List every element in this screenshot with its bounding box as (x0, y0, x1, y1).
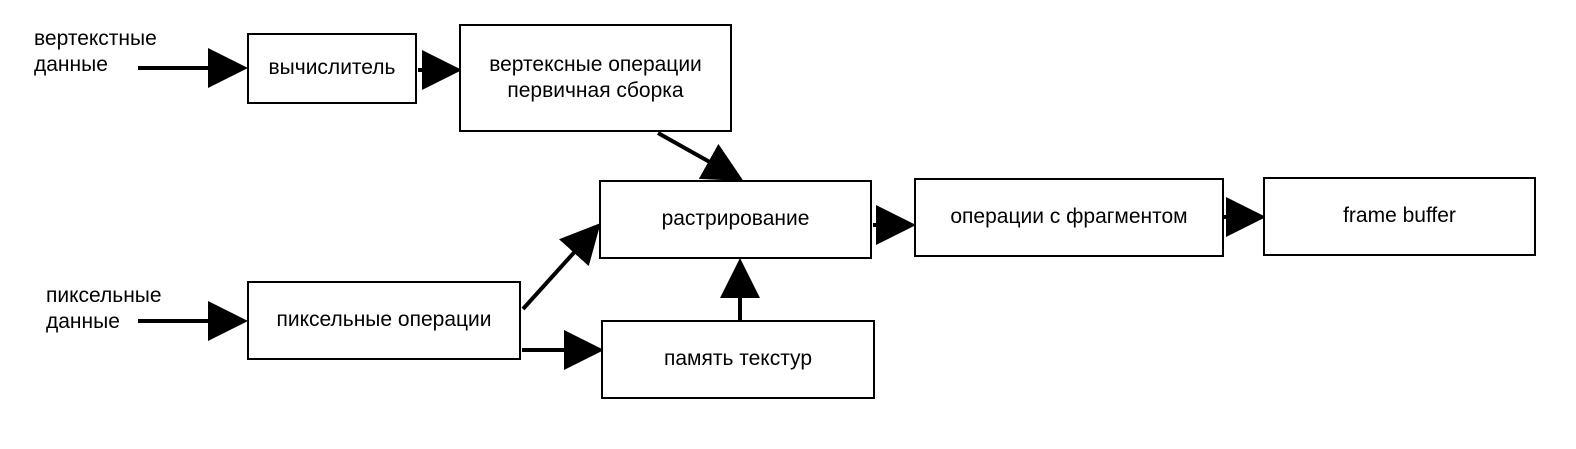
vertex-operations-line-1: вертексные операции (489, 52, 702, 76)
pixel-data-label: пиксельные данные (46, 283, 162, 336)
vertex-data-label: вертекстные данные (34, 26, 157, 79)
pixel-data-label-line-2: данные (46, 310, 120, 334)
vertex-operations-label: вертексные операции первичная сборка (489, 52, 702, 105)
evaluator-label: вычислитель (268, 56, 396, 80)
evaluator-box: вычислитель (247, 33, 417, 104)
arrow-pixel-ops-to-rasterization (521, 223, 601, 311)
pixel-data-label-line-1: пиксельные (46, 284, 162, 307)
pixel-operations-label: пиксельные операции (276, 308, 492, 332)
arrow-vertex-ops-to-rasterization (657, 131, 744, 181)
rasterization-box: растрирование (599, 180, 872, 259)
vertex-operations-line-2: первичная сборка (507, 79, 684, 102)
vertex-operations-box: вертексные операции первичная сборка (459, 24, 732, 132)
frame-buffer-box: frame buffer (1263, 177, 1536, 256)
fragment-operations-box: операции с фрагментом (914, 178, 1224, 257)
frame-buffer-label: frame buffer (1343, 204, 1456, 228)
vertex-data-label-line-2: данные (34, 53, 108, 77)
fragment-operations-label: операции с фрагментом (950, 205, 1188, 229)
rasterization-label: растрирование (661, 207, 810, 231)
texture-memory-label: память текстур (663, 347, 813, 371)
texture-memory-box: память текстур (601, 320, 875, 399)
vertex-data-label-line-1: вертекстные (34, 27, 157, 50)
pixel-operations-box: пиксельные операции (247, 281, 521, 360)
